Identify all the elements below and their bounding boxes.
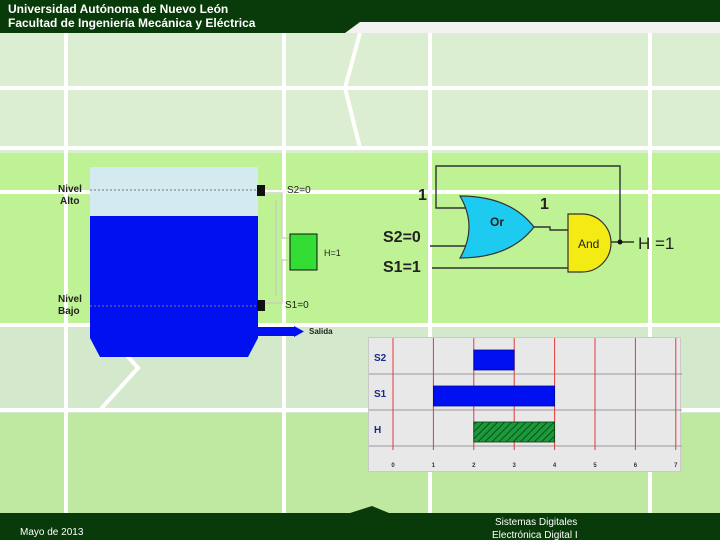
tank-air bbox=[90, 167, 258, 216]
s2-sensor-label: S2=0 bbox=[287, 185, 311, 196]
tank-water bbox=[90, 216, 258, 357]
h-indicator bbox=[289, 233, 318, 271]
h-output-label: H =1 bbox=[638, 234, 675, 253]
timing-tick-label: 1 bbox=[432, 463, 436, 469]
outlet-pipe bbox=[258, 327, 294, 336]
h-indicator-label: H=1 bbox=[324, 248, 341, 258]
feedback-value-label: 1 bbox=[418, 187, 427, 204]
or-gate-label: Or bbox=[490, 215, 505, 229]
header-university: Universidad Autónoma de Nuevo León bbox=[8, 2, 229, 16]
nivel-bajo-label-1: Nivel bbox=[58, 294, 82, 305]
timing-tick-label: 3 bbox=[513, 463, 517, 469]
footer-course-line2: Electrónica Digital I bbox=[492, 530, 578, 540]
timing-tick-label: 6 bbox=[634, 463, 638, 469]
timing-pulse-h bbox=[473, 421, 556, 443]
header-bar bbox=[0, 0, 720, 33]
timing-tick-label: 0 bbox=[391, 463, 395, 469]
timing-tick-label: 7 bbox=[674, 463, 678, 469]
timing-row-label: S2 bbox=[374, 353, 387, 364]
header-faculty: Facultad de Ingeniería Mecánica y Eléctr… bbox=[8, 16, 256, 30]
sensor-s2 bbox=[257, 185, 265, 196]
nivel-alto-label-2: Alto bbox=[60, 196, 80, 207]
and-gate-label: And bbox=[578, 237, 600, 251]
outlet-arrow bbox=[294, 326, 304, 337]
nivel-alto-label-1: Nivel bbox=[58, 184, 82, 195]
timing-pulse-s2 bbox=[473, 349, 515, 371]
or-output-value-label: 1 bbox=[540, 196, 549, 213]
timing-pulse-s1 bbox=[433, 385, 555, 407]
s1-input-label: S1=1 bbox=[383, 259, 421, 276]
nivel-bajo-label-2: Bajo bbox=[58, 306, 80, 317]
and-gate bbox=[567, 213, 612, 273]
timing-row-label: H bbox=[374, 425, 381, 436]
footer-course: Sistemas Digitales Electrónica Digital I bbox=[492, 516, 578, 540]
timing-tick-label: 5 bbox=[593, 463, 597, 469]
salida-label: Salida bbox=[309, 327, 333, 336]
timing-tick-label: 4 bbox=[553, 463, 557, 469]
sensor-s1 bbox=[257, 300, 265, 311]
s1-sensor-label: S1=0 bbox=[285, 300, 309, 311]
or-gate bbox=[458, 195, 535, 259]
timing-tick-label: 2 bbox=[472, 463, 476, 469]
footer-course-line1: Sistemas Digitales bbox=[495, 517, 578, 528]
footer-date: Mayo de 2013 bbox=[20, 527, 84, 538]
s2-input-label: S2=0 bbox=[383, 229, 421, 246]
output-junction bbox=[617, 239, 623, 245]
timing-row-label: S1 bbox=[374, 389, 387, 400]
